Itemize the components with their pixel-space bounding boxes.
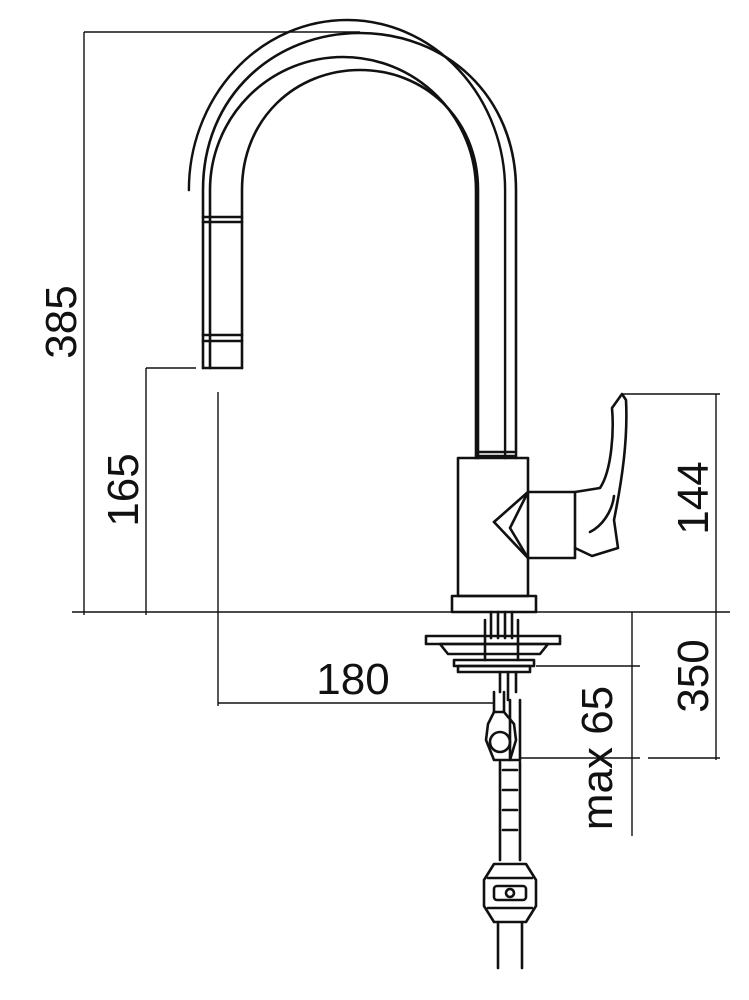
lever-handle (492, 392, 628, 560)
max-thickness-dimension-lines (520, 612, 640, 836)
overall-height-dimension-lines (83, 31, 360, 615)
spout-height-dimension-lines (145, 367, 196, 615)
reach-dimension-lines (217, 392, 494, 706)
lever-height-dimension-lines (622, 393, 720, 760)
mixer-body (450, 456, 538, 614)
reach-label: 180 (316, 655, 389, 704)
spout-height-label: 165 (99, 453, 148, 526)
mounting-hardware (424, 610, 562, 702)
supply-hoses (482, 690, 538, 970)
lever-height-label: 144 (669, 461, 718, 534)
max-counter-thickness-label: max 65 (573, 686, 622, 830)
spout (187, 18, 518, 460)
spout-collar (476, 450, 516, 458)
pull-out-spray-head (201, 215, 244, 343)
under-counter-length-label: 350 (669, 639, 718, 712)
overall-height-label: 385 (37, 285, 86, 358)
